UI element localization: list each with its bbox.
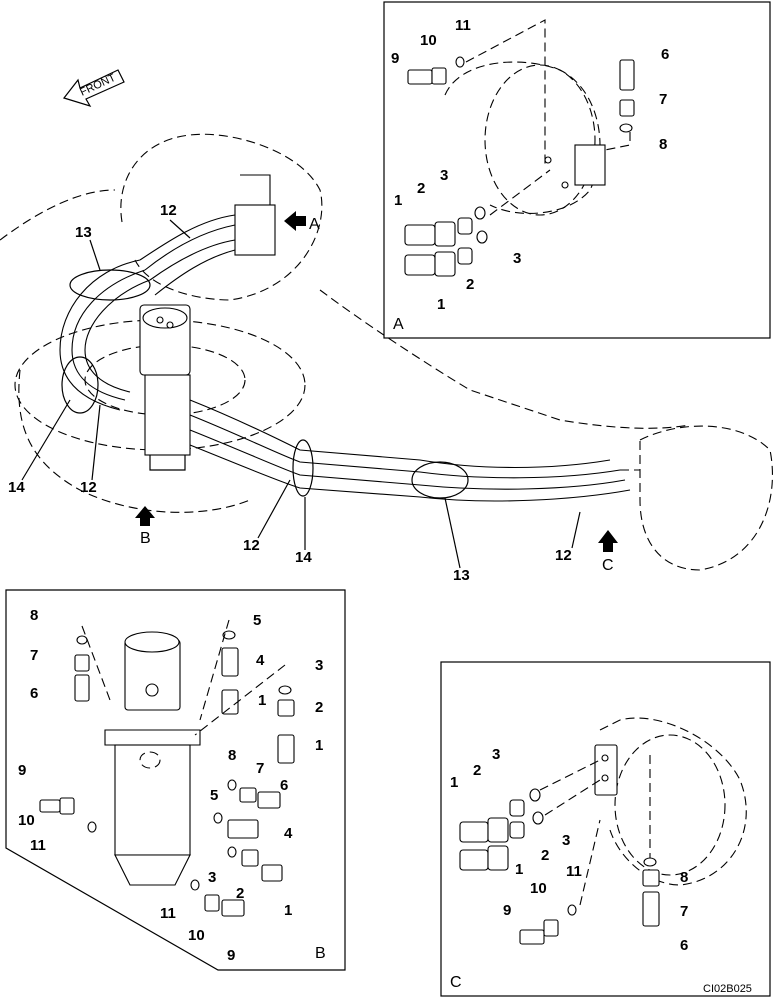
detail-b-label: B — [315, 945, 326, 962]
callout-main-12-top: 12 — [160, 202, 177, 219]
svg-text:C: C — [602, 557, 614, 574]
detail-b-callout-1-bot: 1 — [284, 902, 292, 919]
detail-a-callout-6: 6 — [661, 46, 669, 63]
detail-b-callout-5-top: 5 — [253, 612, 261, 629]
detail-b-callout-10-left: 10 — [18, 812, 35, 829]
callout-main-12-left: 12 — [80, 479, 97, 496]
detail-b-callout-6-mid: 6 — [280, 777, 288, 794]
detail-a-callout-7: 7 — [659, 91, 667, 108]
detail-a-callout-8: 8 — [659, 136, 667, 153]
detail-c-callout-1-lower: 1 — [515, 861, 523, 878]
detail-b-callout-3-bot: 3 — [208, 869, 216, 886]
callout-main-13-top: 13 — [75, 224, 92, 241]
detail-c-callout-6: 6 — [680, 937, 688, 954]
detail-a-callout-1-lower: 1 — [437, 296, 445, 313]
callout-main-14-mid: 14 — [295, 549, 312, 566]
view-arrow-a: A — [284, 211, 320, 233]
svg-text:A: A — [309, 216, 320, 233]
detail-b-callout-7-mid: 7 — [256, 760, 264, 777]
detail-b-callout-8-mid: 8 — [228, 747, 236, 764]
detail-b-callout-11-bot: 11 — [160, 905, 176, 922]
view-arrow-b: B — [135, 506, 155, 547]
travel-motor-right — [639, 425, 773, 571]
detail-b: 8 7 6 5 4 3 2 1 1 8 7 6 5 4 9 10 11 3 2 … — [5, 589, 346, 971]
upper-body-outline — [120, 133, 323, 301]
detail-a-callout-2-lower: 2 — [466, 276, 474, 293]
detail-a-label: A — [393, 316, 404, 333]
detail-b-callout-10-bot: 10 — [188, 927, 205, 944]
drawing-code: CI02B025 — [703, 983, 752, 995]
detail-b-callout-3-top: 3 — [315, 657, 323, 674]
detail-b-callout-1-top: 1 — [258, 692, 266, 709]
detail-b-callout-9-bot: 9 — [227, 947, 235, 964]
detail-c: 3 2 1 3 2 1 11 10 9 8 7 6 C CI02B025 — [440, 661, 771, 997]
detail-c-callout-3-upper: 3 — [492, 746, 500, 763]
detail-c-callout-2-lower: 2 — [541, 847, 549, 864]
detail-b-callout-6-left: 6 — [30, 685, 38, 702]
front-arrow: FRONT — [62, 69, 125, 108]
hose-band-14-mid — [292, 439, 314, 497]
detail-b-callout-5-mid: 5 — [210, 787, 218, 804]
svg-text:B: B — [140, 530, 151, 547]
detail-c-callout-8: 8 — [680, 869, 688, 886]
detail-a-callout-3-lower: 3 — [513, 250, 521, 267]
detail-b-callout-4-mid: 4 — [284, 825, 293, 842]
detail-a: 11 10 9 6 7 8 3 2 1 3 2 1 A — [383, 1, 771, 339]
detail-c-callout-11: 11 — [566, 863, 582, 880]
detail-c-callout-1-upper: 1 — [450, 774, 458, 791]
detail-b-callout-8-left: 8 — [30, 607, 38, 624]
detail-b-callout-2-bot: 2 — [236, 885, 244, 902]
detail-c-label: C — [450, 974, 462, 991]
detail-b-callout-11-left: 11 — [30, 837, 46, 854]
detail-b-callout-4-top: 4 — [256, 652, 265, 669]
detail-c-callout-10: 10 — [530, 880, 547, 897]
callout-main-13-bot: 13 — [453, 567, 470, 584]
detail-c-callout-2-upper: 2 — [473, 762, 481, 779]
upper-valve-block — [234, 204, 276, 256]
detail-a-callout-10: 10 — [420, 32, 437, 49]
detail-a-callout-11: 11 — [455, 17, 471, 34]
detail-a-callout-9: 9 — [391, 50, 399, 67]
detail-b-callout-2-top: 2 — [315, 699, 323, 716]
detail-c-callout-3-lower: 3 — [562, 832, 570, 849]
callout-main-12-mid: 12 — [243, 537, 260, 554]
front-label: FRONT — [78, 72, 118, 99]
detail-a-callout-1-upper: 1 — [394, 192, 402, 209]
main-view: FRONT — [0, 69, 773, 584]
detail-c-callout-7: 7 — [680, 903, 688, 920]
callout-main-12-right: 12 — [555, 547, 572, 564]
hose-clamp-13-bottom — [411, 461, 469, 499]
detail-b-callout-7-left: 7 — [30, 647, 38, 664]
detail-a-callout-2-upper: 2 — [417, 180, 425, 197]
callout-main-14-left: 14 — [8, 479, 25, 496]
detail-a-callout-3-upper: 3 — [440, 167, 448, 184]
detail-b-callout-9-left: 9 — [18, 762, 26, 779]
detail-c-callout-9: 9 — [503, 902, 511, 919]
detail-b-callout-1-right: 1 — [315, 737, 323, 754]
center-joint — [139, 304, 191, 471]
view-arrow-c: C — [598, 530, 618, 574]
hose-band-14-left — [61, 356, 99, 414]
